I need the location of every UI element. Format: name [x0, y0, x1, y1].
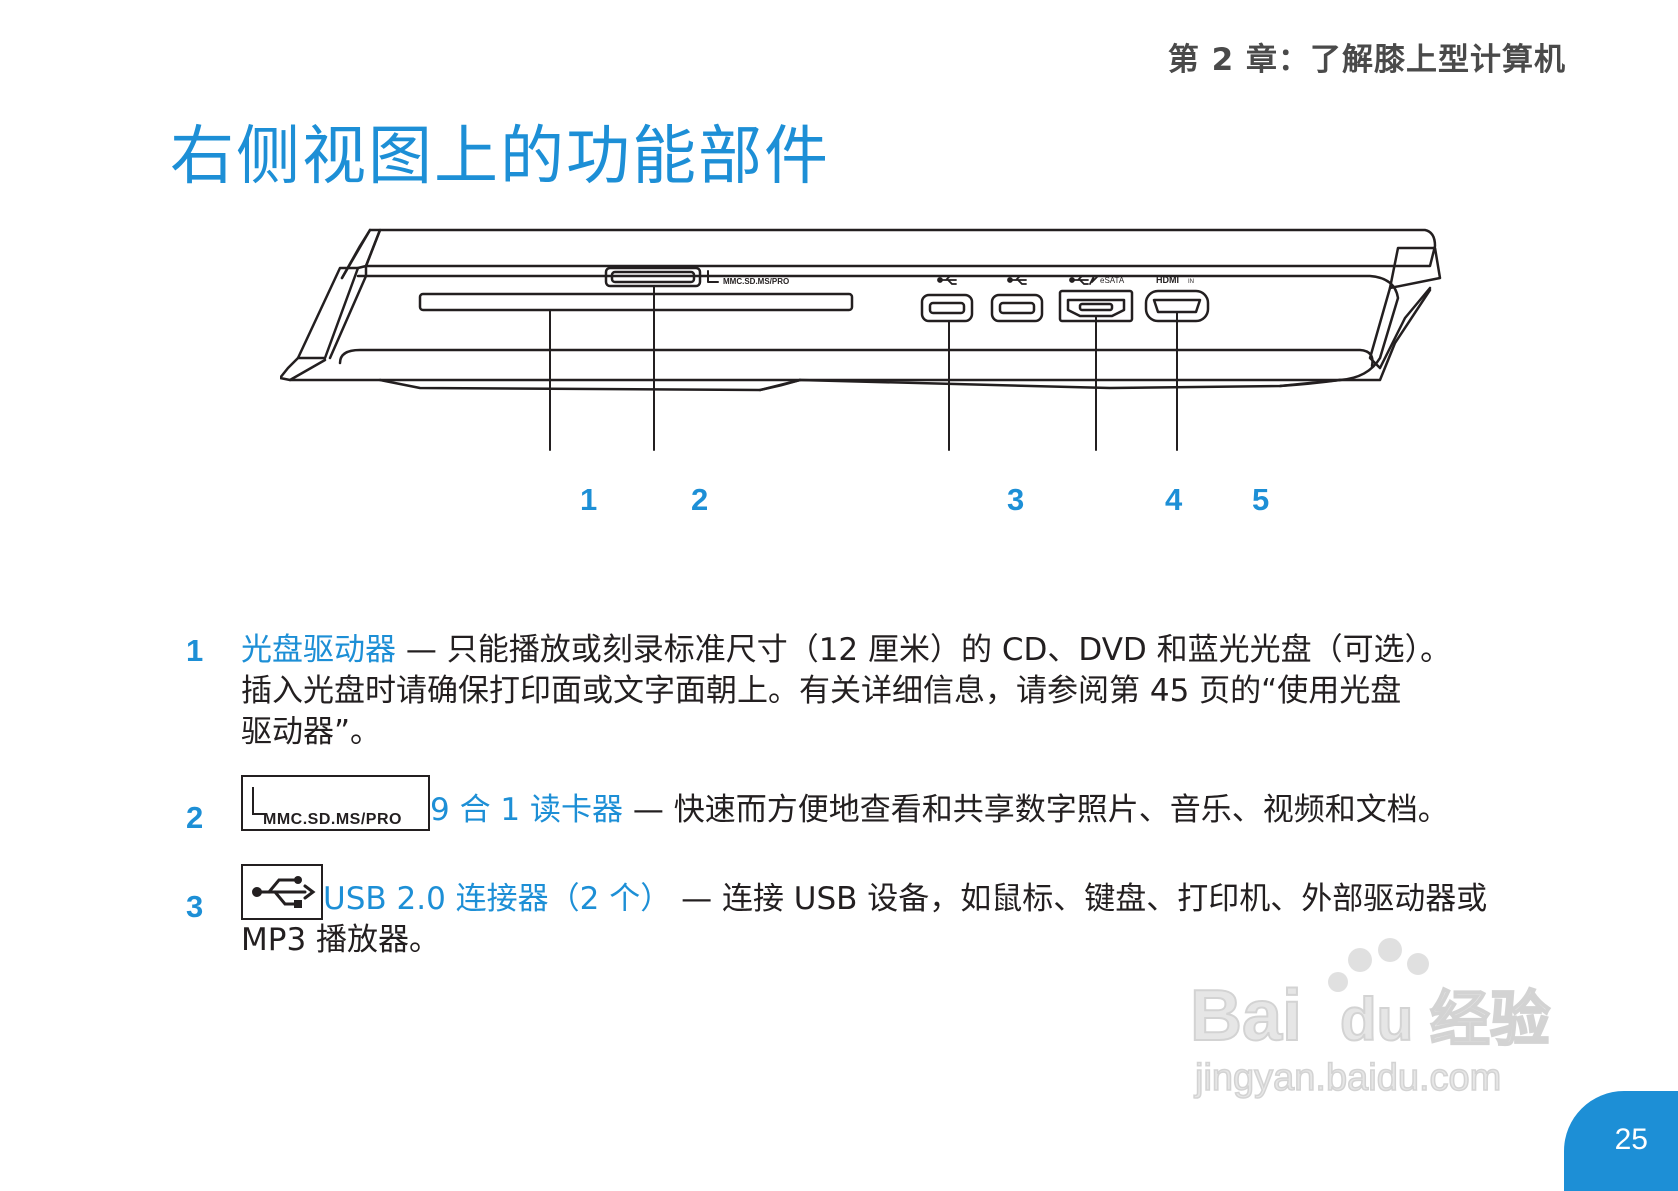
- laptop-right-side-figure: MMC.SD.MS/PRO eSATA HDMI IN: [280, 228, 1442, 451]
- usb-port-1: [920, 293, 974, 323]
- hdmi-label: HDMI: [1156, 275, 1179, 285]
- callout-2: 2: [691, 482, 709, 517]
- callout-4: 4: [1165, 482, 1183, 517]
- memory-card-icon-label: MMC.SD.MS/PRO: [263, 811, 402, 828]
- item-desc-line1: — 只能播放或刻录标准尺寸（12 厘米）的 CD、DVD 和蓝光光盘（可选）。: [396, 632, 1452, 668]
- usb-port-2: [990, 293, 1044, 323]
- item-term: USB 2.0 连接器（2 个）: [323, 881, 672, 917]
- memory-card-icon: MMC.SD.MS/PRO: [241, 775, 430, 831]
- item-number: 1: [186, 633, 204, 668]
- page-number-tab: [1564, 1091, 1678, 1191]
- list-item-usb: 3 USB 2.0 连接器（2 个） — 连接 USB 设备，如鼠标、键盘、打印…: [186, 864, 1566, 961]
- item-desc-line1: — 连接 USB 设备，如鼠标、键盘、打印机、外部驱动器或: [671, 881, 1488, 917]
- item-desc-line3: 驱动器”。: [241, 714, 382, 750]
- watermark-brand2: du: [1340, 986, 1413, 1053]
- item-term: 9 合 1 读卡器: [430, 792, 624, 828]
- card-reader-label: MMC.SD.MS/PRO: [723, 277, 789, 286]
- right-hinge: [1388, 246, 1442, 290]
- left-hinge: [296, 266, 360, 360]
- callout-3: 3: [1007, 482, 1025, 517]
- watermark-brand: Bai: [1190, 976, 1302, 1056]
- page-number: 25: [1614, 1123, 1648, 1156]
- watermark-url: jingyan.baidu.com: [1194, 1057, 1501, 1099]
- list-item-optical-drive: 1 光盘驱动器 — 只能播放或刻录标准尺寸（12 厘米）的 CD、DVD 和蓝光…: [186, 630, 1566, 753]
- watermark-label: 经验: [1430, 985, 1550, 1055]
- item-desc-line2: 插入光盘时请确保打印面或文字面朝上。有关详细信息，请参阅第 45 页的“使用光盘: [241, 673, 1402, 709]
- item-desc-line2: MP3 播放器。: [241, 922, 441, 958]
- item-desc: — 快速而方便地查看和共享数字照片、音乐、视频和文档。: [623, 792, 1449, 828]
- optical-drive-slot: [418, 292, 854, 312]
- baidu-watermark: Bai du 经验 jingyan.baidu.com: [1189, 930, 1570, 1100]
- item-number: 2: [186, 800, 204, 835]
- callout-1: 1: [580, 482, 598, 517]
- chapter-header: 第 2 章：了解膝上型计算机: [1167, 42, 1566, 78]
- esata-label: eSATA: [1100, 276, 1125, 285]
- usb-icon: [241, 864, 323, 920]
- lid-outline: [364, 228, 1437, 268]
- base-outline: [288, 274, 1400, 382]
- page-title: 右侧视图上的功能部件: [170, 120, 830, 194]
- hdmi-in-label: IN: [1188, 279, 1194, 285]
- callout-5: 5: [1252, 482, 1270, 517]
- item-number: 3: [186, 889, 204, 924]
- item-term: 光盘驱动器: [241, 632, 396, 668]
- list-item-card-reader: 2 MMC.SD.MS/PRO 9 合 1 读卡器 — 快速而方便地查看和共享数…: [186, 775, 1566, 835]
